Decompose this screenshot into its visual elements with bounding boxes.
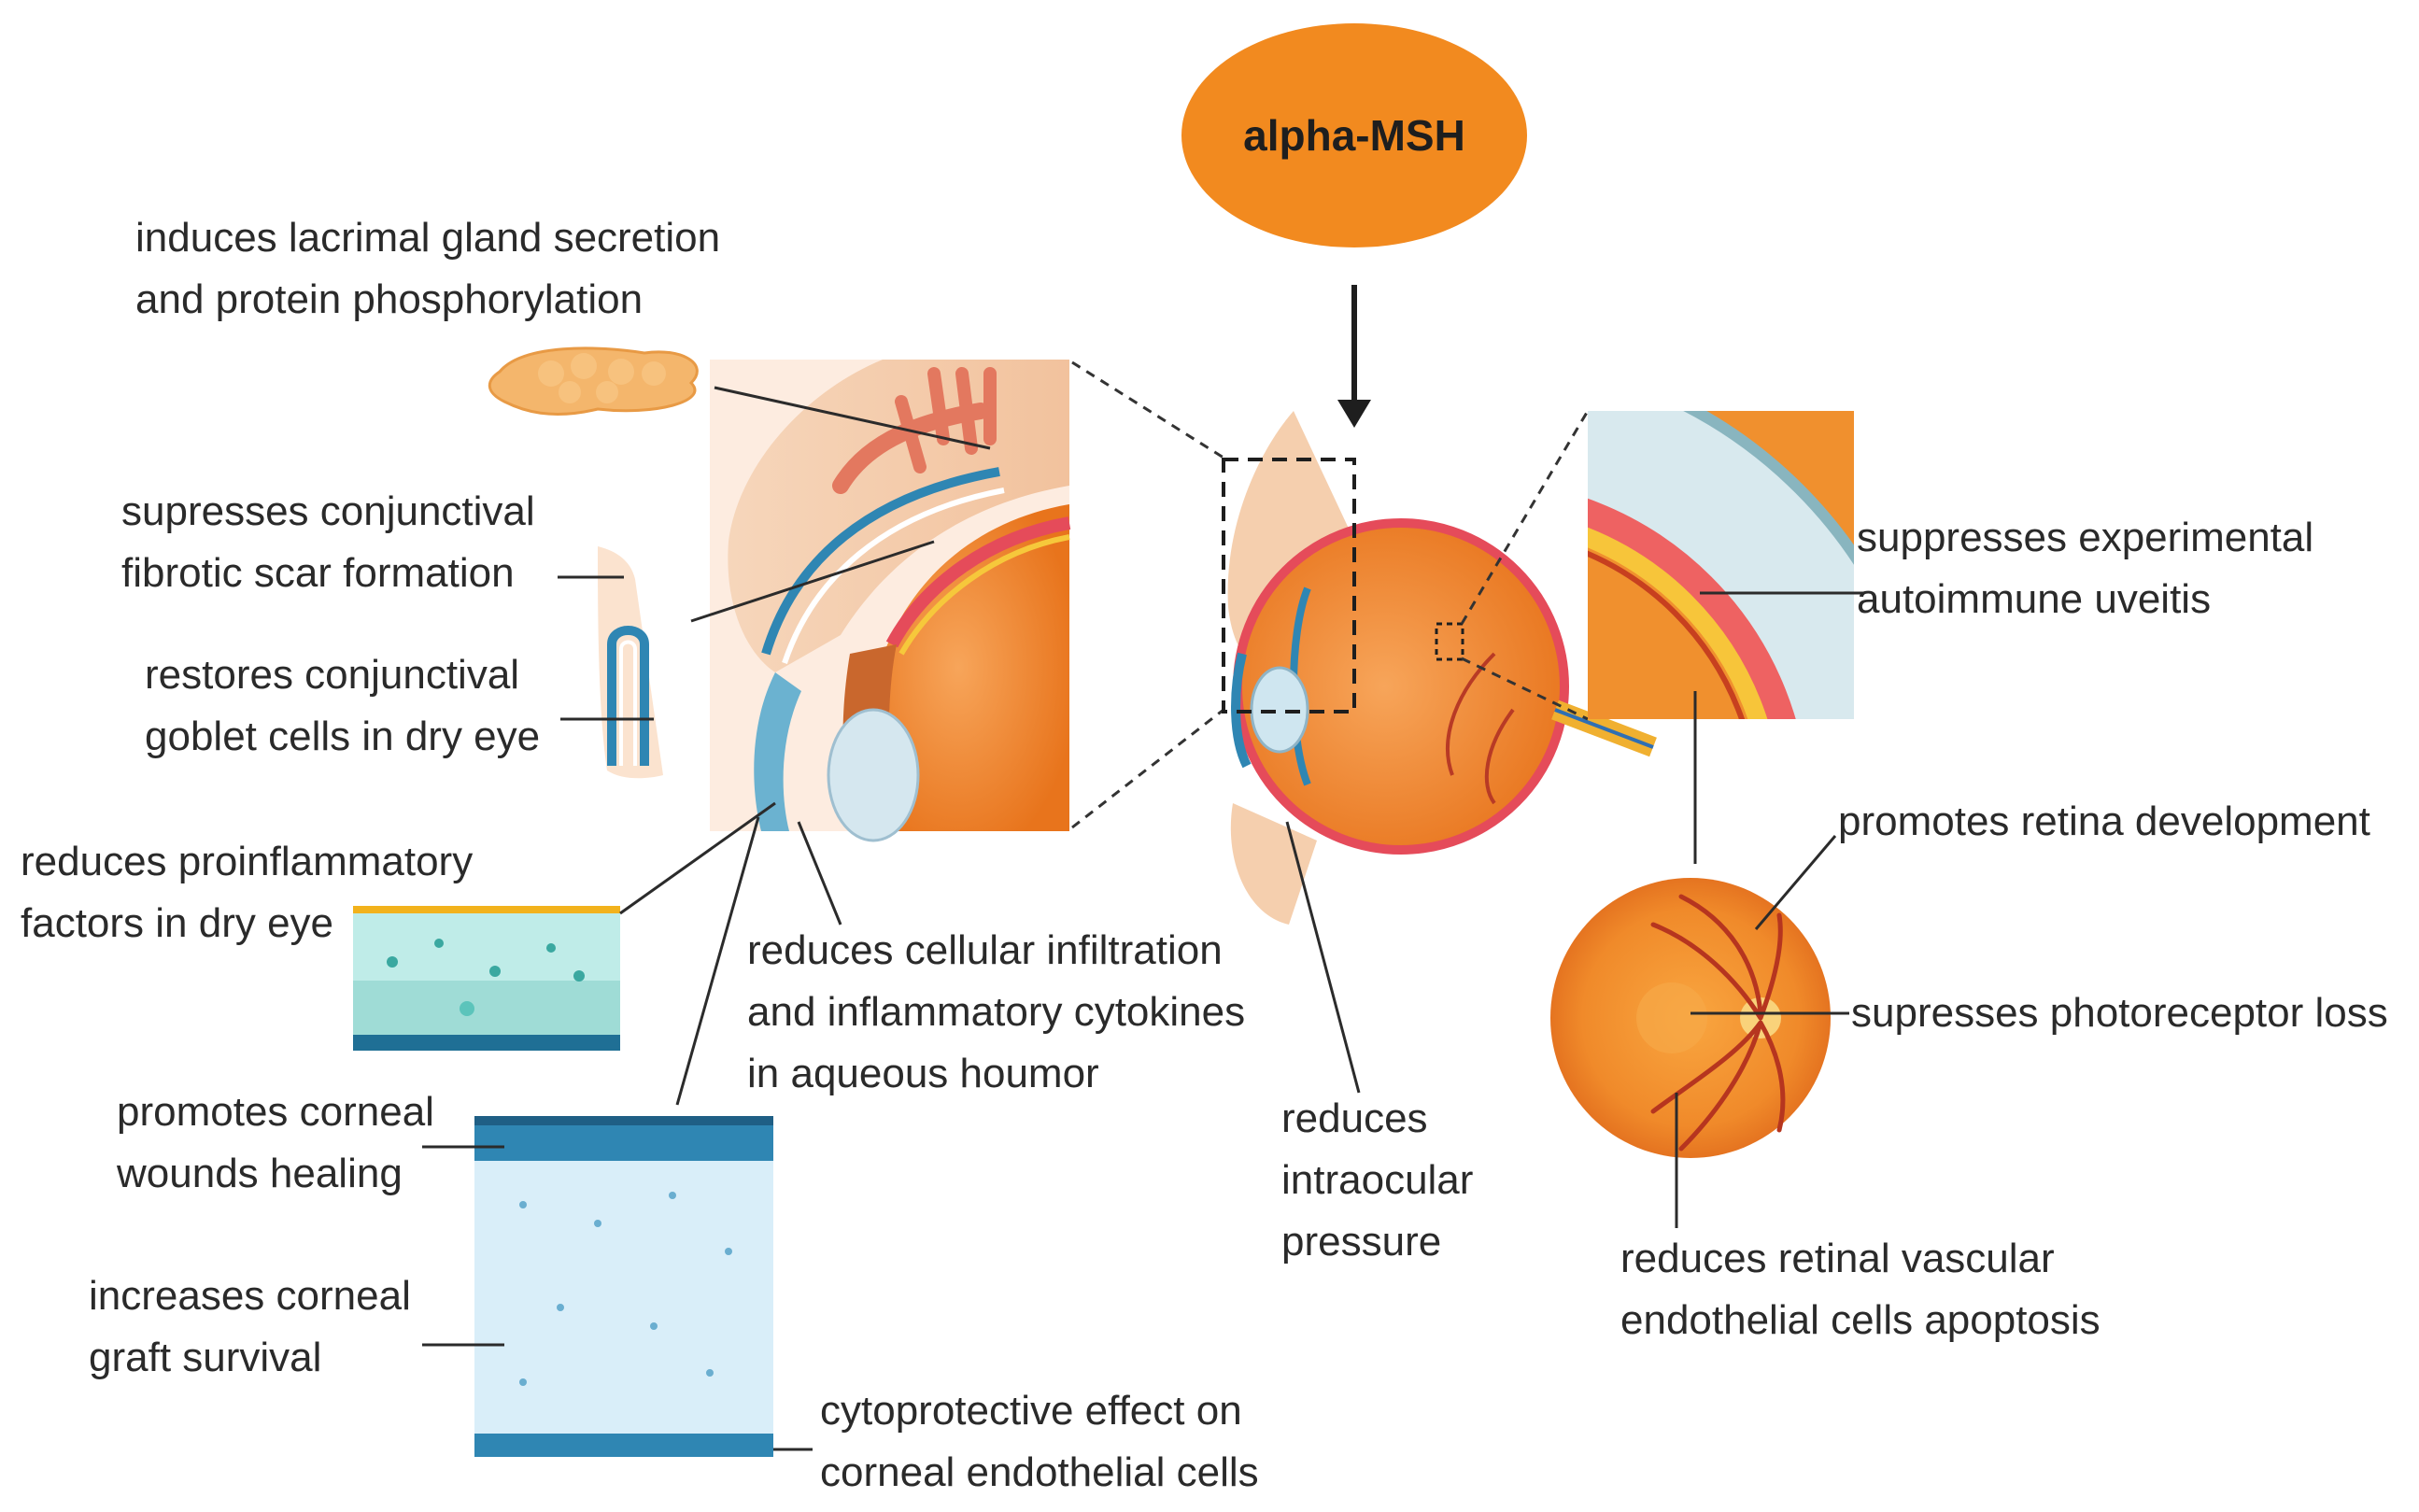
label-photoreceptor-line1: supresses photoreceptor loss: [1851, 990, 2388, 1036]
label-iop-line1: reduces: [1281, 1095, 1428, 1141]
label-goblet-line1: restores conjunctival: [145, 652, 520, 698]
label-goblet: restores conjunctival goblet cells in dr…: [145, 644, 540, 768]
label-conjunctival-scar: supresses conjunctival fibrotic scar for…: [121, 481, 535, 604]
label-lacrimal: induces lacrimal gland secretion and pro…: [135, 207, 720, 331]
label-aqueous: reduces cellular infiltration and inflam…: [747, 920, 1245, 1105]
label-uveitis-line1: suppresses experimental: [1857, 515, 2314, 560]
label-conjunctival-scar-line1: supresses conjunctival: [121, 488, 535, 534]
leader-lines: [422, 386, 1863, 1451]
label-graft-survival: increases corneal graft survival: [89, 1265, 411, 1389]
label-iop: reduces intraocular pressure: [1281, 1088, 1473, 1273]
label-proinflammatory: reduces proinflammatory factors in dry e…: [21, 831, 473, 954]
alpha-msh-label: alpha-MSH: [1243, 111, 1465, 160]
label-conjunctival-scar-line2: fibrotic scar formation: [121, 550, 515, 596]
label-uveitis: suppresses experimental autoimmune uveit…: [1857, 507, 2313, 630]
label-photoreceptor: supresses photoreceptor loss: [1851, 982, 2388, 1044]
label-aqueous-line1: reduces cellular infiltration: [747, 927, 1223, 973]
label-wound-healing-line1: promotes corneal: [117, 1089, 434, 1135]
corneal-stroma-illustration: [474, 1116, 773, 1457]
anterior-segment-illustration: [710, 360, 1224, 842]
retina-layers-illustration: [1588, 411, 1854, 719]
tear-film-illustration: [353, 906, 620, 1051]
label-uveitis-line2: autoimmune uveitis: [1857, 576, 2212, 622]
label-vascular-line1: reduces retinal vascular: [1620, 1236, 2055, 1281]
label-iop-line2: intraocular: [1281, 1157, 1474, 1203]
label-vascular-line2: endothelial cells apoptosis: [1620, 1297, 2101, 1343]
label-retina-development-line1: promotes retina development: [1838, 798, 2370, 844]
label-endothelial: cytoprotective effect on corneal endothe…: [820, 1380, 1259, 1504]
conjunctiva-illustration: [598, 546, 663, 779]
label-lacrimal-line1: induces lacrimal gland secretion: [135, 215, 721, 261]
label-retina-development: promotes retina development: [1838, 791, 2370, 853]
label-iop-line3: pressure: [1281, 1219, 1442, 1265]
label-proinflammatory-line2: factors in dry eye: [21, 900, 334, 946]
alpha-msh-arrowhead: [1337, 400, 1371, 428]
label-wound-healing: promotes corneal wounds healing: [117, 1081, 434, 1205]
lacrimal-gland-icon: [488, 346, 699, 416]
label-vascular: reduces retinal vascular endothelial cel…: [1620, 1228, 2101, 1351]
label-graft-survival-line1: increases corneal: [89, 1273, 411, 1319]
label-graft-survival-line2: graft survival: [89, 1335, 322, 1380]
label-goblet-line2: goblet cells in dry eye: [145, 714, 541, 759]
label-endothelial-line2: corneal endothelial cells: [820, 1449, 1259, 1495]
eye-cross-section-illustration: [1222, 410, 1657, 925]
label-aqueous-line3: in aqueous houmor: [747, 1051, 1099, 1096]
label-endothelial-line1: cytoprotective effect on: [820, 1388, 1242, 1434]
label-lacrimal-line2: and protein phosphorylation: [135, 276, 644, 322]
fundus-illustration: [1550, 878, 1831, 1158]
label-wound-healing-line2: wounds healing: [117, 1151, 403, 1196]
label-aqueous-line2: and inflammatory cytokines: [747, 989, 1246, 1035]
alpha-msh-node: [1181, 23, 1527, 247]
label-proinflammatory-line1: reduces proinflammatory: [21, 839, 474, 884]
